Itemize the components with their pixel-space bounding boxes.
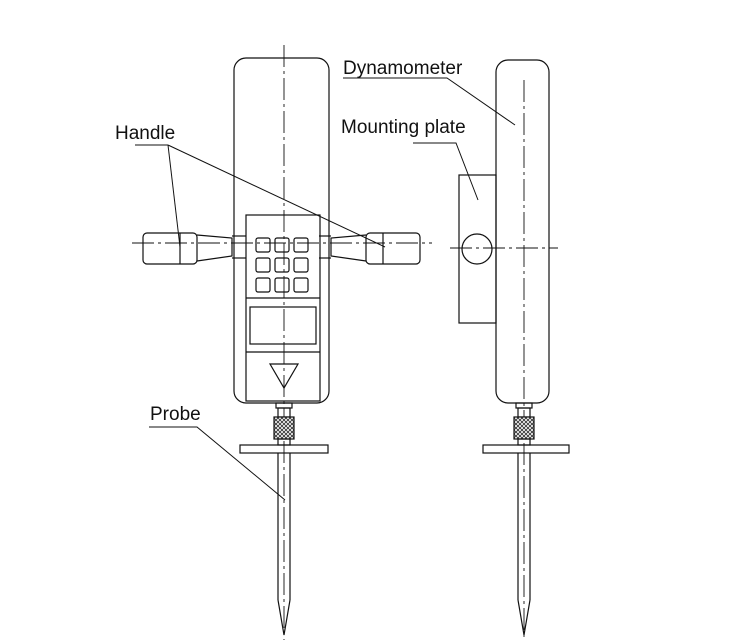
front-display-screen bbox=[249, 306, 317, 345]
side-mounting-hole bbox=[461, 233, 493, 265]
front-left-handle bbox=[142, 232, 246, 265]
leader-handle-left bbox=[167, 144, 181, 248]
front-flange-plate bbox=[239, 444, 329, 454]
front-dynamometer-body bbox=[233, 57, 330, 404]
side-dynamometer-body bbox=[495, 59, 550, 404]
front-view bbox=[132, 45, 432, 640]
leader-handle-right bbox=[167, 144, 386, 248]
side-view bbox=[450, 59, 570, 640]
leader-mounting-plate bbox=[413, 142, 479, 201]
leader-probe bbox=[149, 426, 286, 501]
front-probe-rod bbox=[277, 453, 291, 636]
front-connector bbox=[273, 402, 295, 446]
front-keypad bbox=[255, 237, 309, 293]
label-handle: Handle bbox=[115, 123, 175, 144]
label-mounting-plate: Mounting plate bbox=[341, 117, 466, 138]
side-flange-plate bbox=[482, 444, 570, 454]
side-probe-rod bbox=[517, 453, 531, 636]
label-probe: Probe bbox=[150, 404, 201, 425]
front-control-panel bbox=[245, 214, 321, 402]
front-triangle-indicator bbox=[268, 363, 300, 390]
side-connector bbox=[513, 402, 535, 446]
label-dynamometer: Dynamometer bbox=[343, 58, 463, 79]
leader-lines bbox=[135, 77, 516, 501]
front-right-handle bbox=[319, 232, 421, 265]
leader-dynamometer bbox=[343, 77, 516, 126]
side-mounting-plate bbox=[458, 174, 497, 324]
